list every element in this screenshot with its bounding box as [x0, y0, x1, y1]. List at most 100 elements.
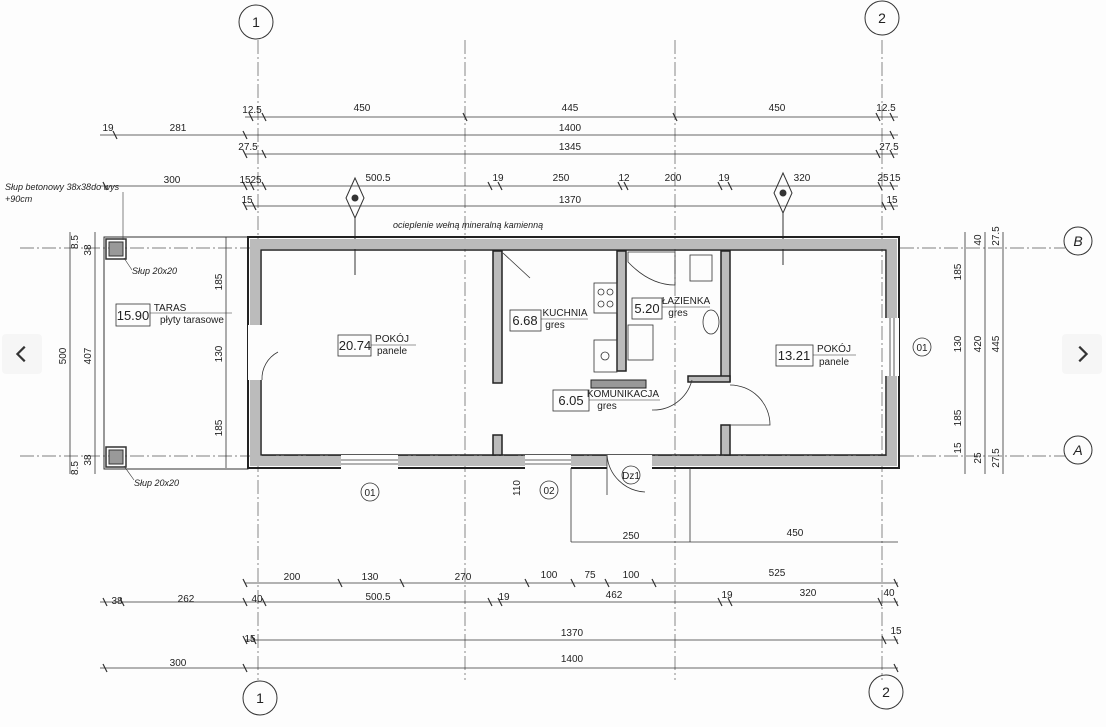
column-note-height: +90cm — [5, 194, 33, 204]
dimension-label: 01 — [364, 488, 376, 499]
dimension-label: gres — [668, 308, 687, 319]
room-label-pokoj-1: 20.74 POKÓJ panele — [337, 332, 416, 357]
door-swings — [261, 351, 771, 495]
axis-bubble-1-top: 1 — [238, 4, 274, 40]
dimension-label: 320 — [794, 173, 811, 184]
dimension-label: 2 — [882, 684, 890, 700]
dimension-label: 100 — [623, 570, 640, 581]
wall-openings — [248, 318, 899, 469]
dimension-label: 25 — [250, 175, 262, 186]
dimension-label: 6.68 — [512, 313, 537, 328]
dimension-label: 407 — [83, 347, 94, 364]
dimension-label: 40 — [883, 588, 895, 599]
dimension-label: 450 — [354, 103, 371, 114]
dimension-label: 130 — [362, 572, 379, 583]
left-dimension-lines — [69, 232, 227, 474]
room-label-lazienka: 5.20 ŁAZIENKA gres — [631, 296, 711, 320]
dimension-label: KOMUNIKACJA — [587, 389, 660, 400]
insulation-note: ocieplenie wełną mineralną kamienną — [393, 220, 543, 230]
dimension-label: 1 — [256, 690, 264, 706]
dimension-label: 320 — [800, 588, 817, 599]
dimension-label: 250 — [623, 531, 640, 542]
dimension-label: 110 — [512, 480, 523, 496]
dimension-label: 12.5 — [876, 103, 896, 114]
dimension-label: 185 — [214, 273, 225, 290]
axis-bubble-A: A — [1063, 435, 1093, 465]
dimension-label: 262 — [178, 594, 195, 605]
dimension-label: 462 — [606, 590, 623, 601]
dimension-label: 15 — [889, 173, 901, 184]
entrance-step — [570, 468, 898, 543]
dimension-label: 15 — [886, 195, 898, 206]
dimension-label: A — [1072, 442, 1082, 458]
dimension-label: 38 — [83, 454, 94, 466]
dimension-label: 1345 — [559, 142, 582, 153]
kitchen-fixtures — [502, 252, 618, 373]
next-image-button[interactable] — [1062, 334, 1102, 374]
dimension-label: 130 — [953, 335, 964, 352]
room-label-terrace: 15.90 TARAS płyty tarasowe — [115, 303, 232, 327]
dimension-label: 40 — [973, 234, 984, 246]
dimension-label: 200 — [665, 173, 682, 184]
room-label-kuchnia: 6.68 KUCHNIA gres — [509, 308, 588, 332]
dimension-label: 1400 — [559, 123, 582, 134]
dimension-label: panele — [819, 357, 849, 368]
axis-lines — [20, 40, 1065, 680]
dimension-label: 500 — [58, 347, 69, 364]
dimension-label: 2 — [878, 10, 886, 26]
column-label-top: Słup 20x20 — [132, 266, 177, 276]
dimension-label: 8.5 — [70, 235, 81, 249]
top-dimension-lines — [100, 116, 898, 207]
column-label-bottom: Słup 20x20 — [134, 478, 179, 488]
previous-image-button[interactable] — [2, 334, 42, 374]
bottom-dimension-ticks — [102, 578, 899, 673]
dimension-label: 450 — [787, 528, 804, 539]
dimension-label: 8.5 — [70, 461, 81, 475]
dimension-label: 19 — [498, 592, 510, 603]
section-marker-right — [773, 171, 793, 265]
interior-walls — [492, 250, 731, 456]
dimension-label: 25 — [973, 452, 984, 464]
dimension-label: 12 — [618, 173, 630, 184]
dimension-label: gres — [597, 401, 616, 412]
dimension-label: 38 — [83, 244, 94, 256]
dimension-label: 185 — [214, 419, 225, 436]
dimension-label: 01 — [916, 343, 928, 354]
dimension-label: gres — [545, 320, 564, 331]
dimension-label: 27.5 — [238, 142, 258, 153]
dimension-label: 27.5 — [879, 142, 899, 153]
dimension-label: 25 — [877, 173, 889, 184]
axis-bubble-1-bottom: 1 — [242, 680, 278, 716]
dimension-label: POKÓJ — [817, 342, 851, 355]
dimension-label: B — [1073, 233, 1082, 249]
top-dimension-ticks — [102, 112, 895, 211]
dimension-label: 40 — [251, 594, 263, 605]
dimension-label: 5.20 — [634, 301, 659, 316]
dimension-label: 38 — [111, 596, 123, 607]
bottom-dimension-lines — [100, 582, 898, 669]
dimension-label: 185 — [953, 409, 964, 426]
dimension-label: 500.5 — [365, 592, 390, 603]
dimension-label: POKÓJ — [375, 332, 409, 345]
dimension-label: 19 — [718, 173, 730, 184]
dimension-label: panele — [377, 346, 407, 357]
dimension-label: 19 — [102, 123, 114, 134]
dimension-label: 02 — [543, 486, 555, 497]
right-dimension-lines — [964, 232, 1004, 474]
section-marker-left — [345, 176, 365, 275]
dimension-label: 15 — [241, 195, 253, 206]
axis-bubble-B: B — [1063, 226, 1093, 256]
dimension-label: 100 — [541, 570, 558, 581]
axis-bubble-2-bottom: 2 — [868, 674, 904, 710]
dimension-label: 15 — [953, 442, 964, 454]
dimension-label: 12.5 — [242, 105, 262, 116]
window-frames — [341, 318, 895, 465]
dimension-label: 130 — [214, 345, 225, 362]
dimension-label: 15 — [244, 634, 256, 645]
dimension-label: 75 — [584, 570, 596, 581]
axis-bubble-2-top: 2 — [864, 0, 900, 36]
dimension-label: 27.5 — [991, 226, 1002, 246]
dimension-label: 450 — [769, 103, 786, 114]
dimension-label: 250 — [553, 173, 570, 184]
dimension-label: TARAS — [154, 303, 187, 314]
